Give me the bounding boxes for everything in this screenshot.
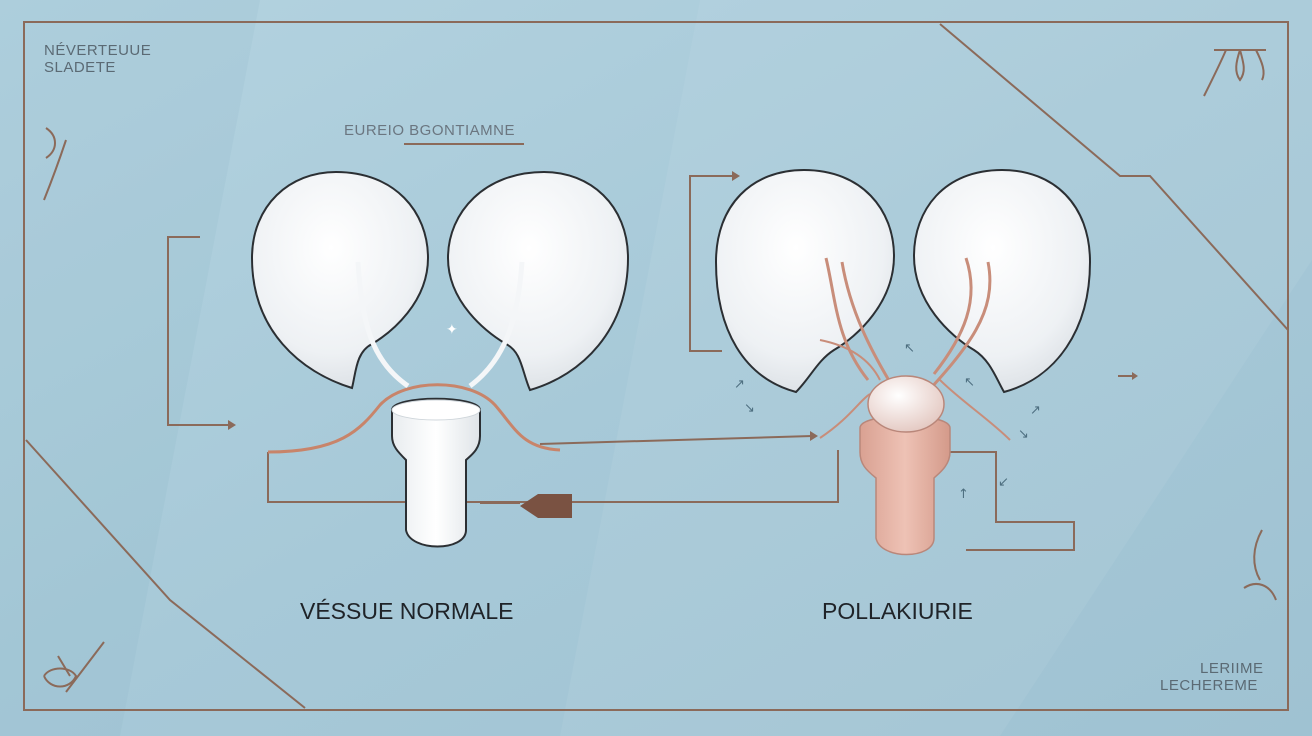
svg-text:↗: ↗ — [1030, 403, 1041, 418]
svg-text:↖: ↖ — [904, 341, 915, 356]
normal-ureter-left — [355, 261, 410, 389]
sparkle-icon: ✦ — [446, 321, 458, 337]
right-bracket-arrowhead — [732, 171, 740, 181]
leaf-icon — [1243, 529, 1277, 601]
connector-right — [940, 451, 1075, 551]
corner-text-top-left-line-1: NÉVERTEUUE — [44, 42, 152, 59]
motion-arrows: ↗ ↘ ↖ ↖ ↗ ↘ ↑ ↙ — [734, 341, 1041, 502]
corner-text-top-left: NÉVERTEUUE SLADETE — [44, 42, 151, 77]
normal-urethra-line — [267, 383, 561, 454]
pollakiuria-ureter-2 — [840, 261, 898, 393]
svg-text:↙: ↙ — [998, 475, 1009, 490]
corner-text-bottom-right-line-1: LERIIME — [1200, 660, 1264, 677]
corner-line-top-right — [939, 23, 1289, 331]
normal-bladder — [391, 397, 481, 548]
pollakiuria-vessel-3 — [819, 393, 871, 439]
pollakiuria-ureter-4 — [918, 261, 992, 402]
pollakiuria-vessel-2 — [939, 379, 1011, 441]
section-heading: EUREIO BGONTIAMNE — [344, 122, 516, 139]
pollakiuria-caption: POLLAKIURIE — [822, 598, 973, 624]
corner-text-bottom-right: LERIIME LECHEREME — [1160, 660, 1270, 695]
light-shade — [560, 0, 1312, 736]
feather-icon — [43, 127, 67, 201]
outer-frame — [23, 21, 1289, 711]
pollakiuria-kidney-left — [714, 168, 896, 394]
normal-bladder-caption: VÉSSUE NORMALE — [300, 598, 514, 624]
svg-text:↖: ↖ — [964, 375, 975, 390]
svg-text:↘: ↘ — [744, 401, 755, 416]
corner-text-bottom-right-line-2: LECHEREME — [1160, 677, 1258, 695]
normal-ureter-right — [468, 261, 525, 389]
scissors-icon — [43, 641, 105, 693]
section-heading-underline — [404, 143, 524, 145]
pollakiuria-vessel-1 — [819, 339, 881, 381]
shadow-shade — [0, 0, 260, 736]
corner-line-bottom-left — [25, 439, 306, 709]
flow-arrow-icon — [520, 494, 572, 518]
pollakiuria-ureter-3 — [932, 257, 973, 375]
right-bracket — [689, 175, 732, 352]
left-bracket — [167, 236, 228, 426]
connector-middle — [539, 435, 813, 445]
ornament-icon — [1203, 49, 1266, 97]
left-bracket-arrowhead — [228, 420, 236, 430]
corner-text-top-left-line-2: SLADETE — [44, 59, 116, 77]
svg-text:↗: ↗ — [734, 377, 745, 392]
pollakiuria-bladder — [859, 375, 951, 556]
pollakiuria-ureter-1 — [824, 257, 870, 381]
svg-text:↑: ↑ — [958, 487, 969, 502]
svg-text:↘: ↘ — [1018, 427, 1029, 442]
connector-middle-arrowhead — [810, 431, 818, 441]
side-arrowhead — [1132, 372, 1138, 380]
